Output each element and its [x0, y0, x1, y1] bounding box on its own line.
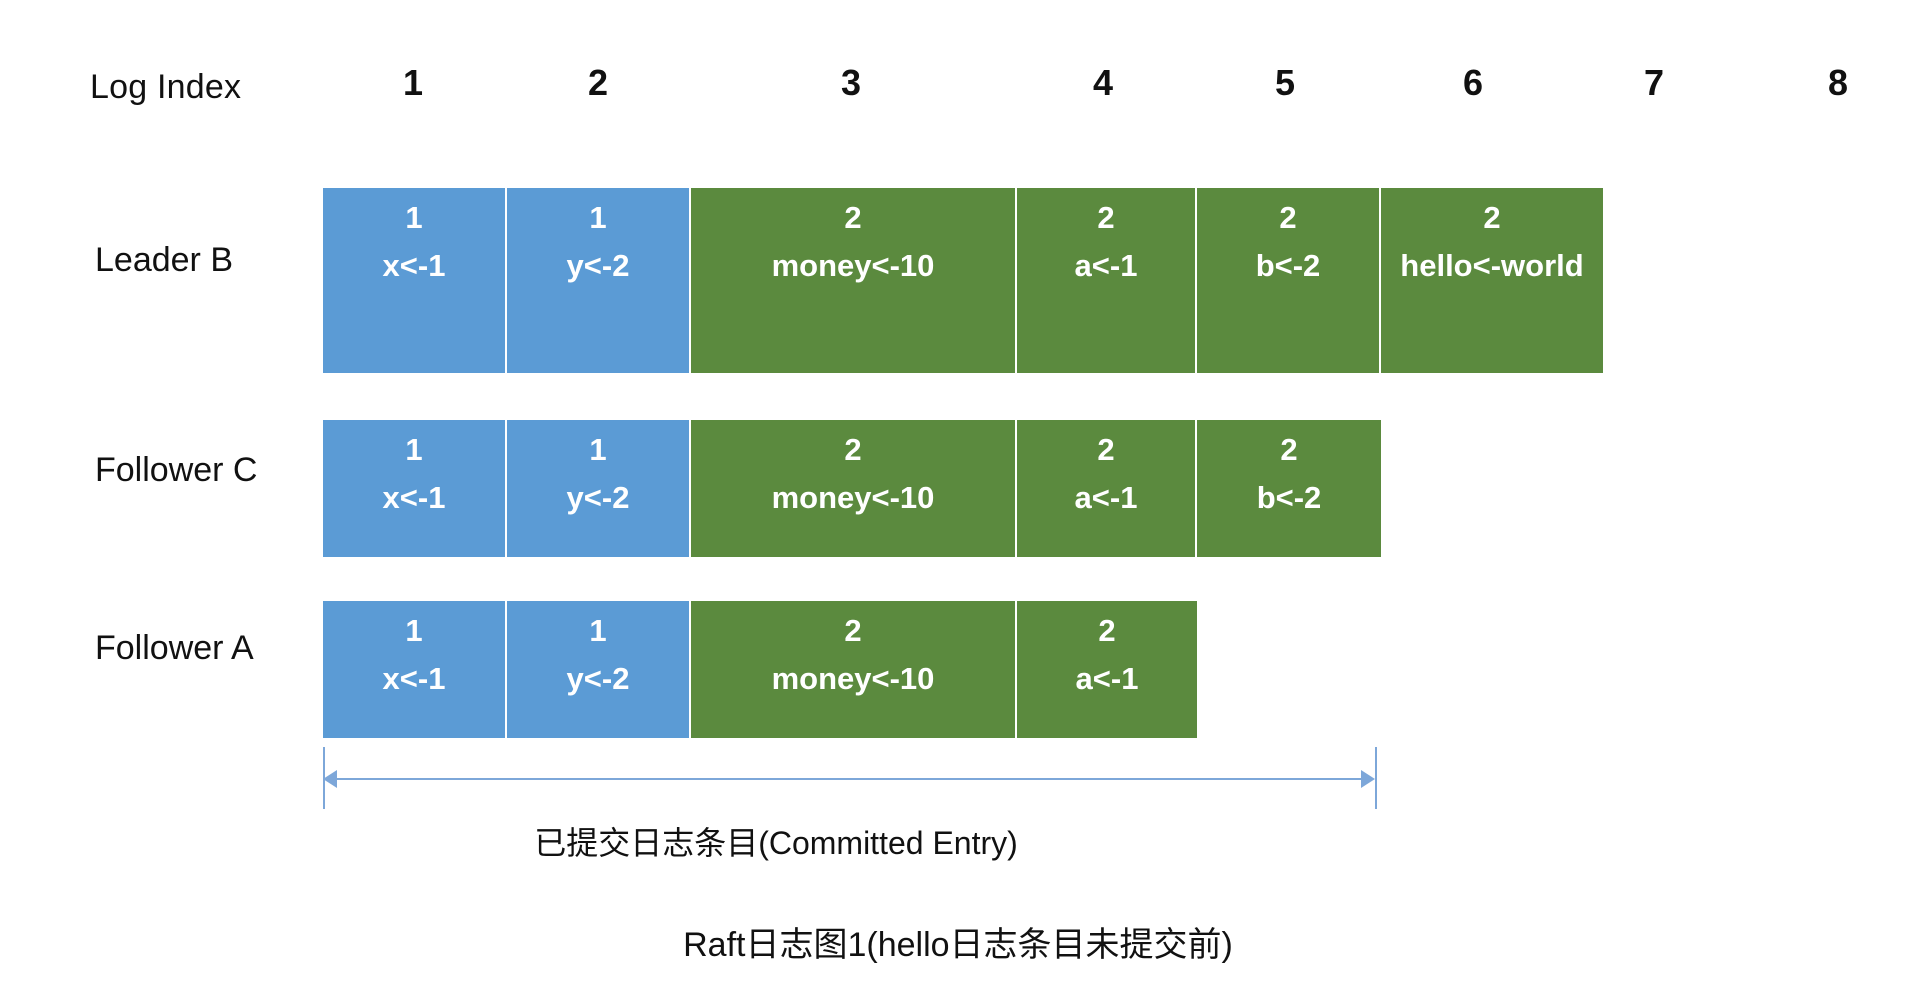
entry-command: a<-1: [1075, 660, 1139, 696]
log-index-8: 8: [1827, 62, 1849, 103]
log-index-7: 7: [1643, 62, 1665, 103]
entry-term: 2: [1098, 613, 1116, 648]
figure-caption: Raft日志图1(hello日志条目未提交前): [683, 926, 1233, 964]
entry-command: x<-1: [382, 479, 446, 515]
committed-entry-caption: 已提交日志条目(Committed Entry): [534, 825, 1018, 861]
entry-command: money<-10: [771, 660, 935, 696]
log-entry[interactable]: 1 y<-2: [507, 188, 691, 373]
entry-command: x<-1: [382, 247, 446, 283]
entry-term: 2: [1279, 200, 1297, 235]
committed-arrow-line: [335, 778, 1363, 780]
log-entry[interactable]: 2 a<-1: [1017, 601, 1197, 738]
entry-term: 1: [589, 200, 607, 235]
entry-command: money<-10: [771, 479, 935, 515]
entry-term: 1: [405, 200, 423, 235]
entry-command: hello<-world: [1400, 247, 1584, 283]
log-entry[interactable]: 1 x<-1: [323, 188, 507, 373]
entry-term: 2: [1097, 200, 1115, 235]
entry-term: 1: [405, 432, 423, 467]
log-row-follower-c: 1 x<-1 1 y<-2 2 money<-10 2 a<-1 2 b<-2: [323, 420, 1381, 557]
log-index-3: 3: [840, 62, 862, 103]
entry-term: 1: [405, 613, 423, 648]
committed-arrow-head-left: [323, 770, 337, 788]
entry-term: 1: [589, 432, 607, 467]
log-entry[interactable]: 1 y<-2: [507, 601, 691, 738]
row-label-follower-c: Follower C: [95, 451, 258, 489]
committed-arrow-head-right: [1361, 770, 1375, 788]
entry-term: 2: [844, 613, 862, 648]
entry-command: b<-2: [1256, 479, 1322, 515]
log-entry[interactable]: 2 b<-2: [1197, 420, 1381, 557]
log-index-1: 1: [402, 62, 424, 103]
entry-command: y<-2: [566, 479, 630, 515]
committed-right-tick: [1375, 747, 1377, 809]
log-entry[interactable]: 2 money<-10: [691, 188, 1017, 373]
entry-command: a<-1: [1074, 247, 1138, 283]
entry-term: 2: [844, 200, 862, 235]
entry-command: y<-2: [566, 660, 630, 696]
row-label-follower-a: Follower A: [95, 629, 254, 667]
entry-term: 2: [1483, 200, 1501, 235]
entry-command: a<-1: [1074, 479, 1138, 515]
log-index-label: Log Index: [90, 68, 242, 106]
entry-command: b<-2: [1255, 247, 1321, 283]
log-index-4: 4: [1092, 62, 1114, 103]
log-index-6: 6: [1462, 62, 1484, 103]
entry-command: money<-10: [771, 247, 935, 283]
entry-term: 2: [1097, 432, 1115, 467]
log-index-2: 2: [587, 62, 609, 103]
log-entry[interactable]: 2 hello<-world: [1381, 188, 1603, 373]
log-row-follower-a: 1 x<-1 1 y<-2 2 money<-10 2 a<-1: [323, 601, 1197, 738]
log-entry[interactable]: 1 x<-1: [323, 601, 507, 738]
row-label-leader-b: Leader B: [95, 241, 233, 279]
log-row-leader-b: 1 x<-1 1 y<-2 2 money<-10 2 a<-1 2 b<-2 2 hello<-wo…: [323, 188, 1603, 373]
log-entry[interactable]: 2 b<-2: [1197, 188, 1381, 373]
log-entry[interactable]: 1 x<-1: [323, 420, 507, 557]
log-index-5: 5: [1274, 62, 1296, 103]
entry-term: 2: [1280, 432, 1298, 467]
entry-command: y<-2: [566, 247, 630, 283]
entry-term: 1: [589, 613, 607, 648]
entry-command: x<-1: [382, 660, 446, 696]
log-entry[interactable]: 2 money<-10: [691, 601, 1017, 738]
committed-left-tick: [323, 747, 325, 809]
log-entry[interactable]: 2 a<-1: [1017, 420, 1197, 557]
log-entry[interactable]: 2 a<-1: [1017, 188, 1197, 373]
log-entry[interactable]: 2 money<-10: [691, 420, 1017, 557]
log-entry[interactable]: 1 y<-2: [507, 420, 691, 557]
entry-term: 2: [844, 432, 862, 467]
